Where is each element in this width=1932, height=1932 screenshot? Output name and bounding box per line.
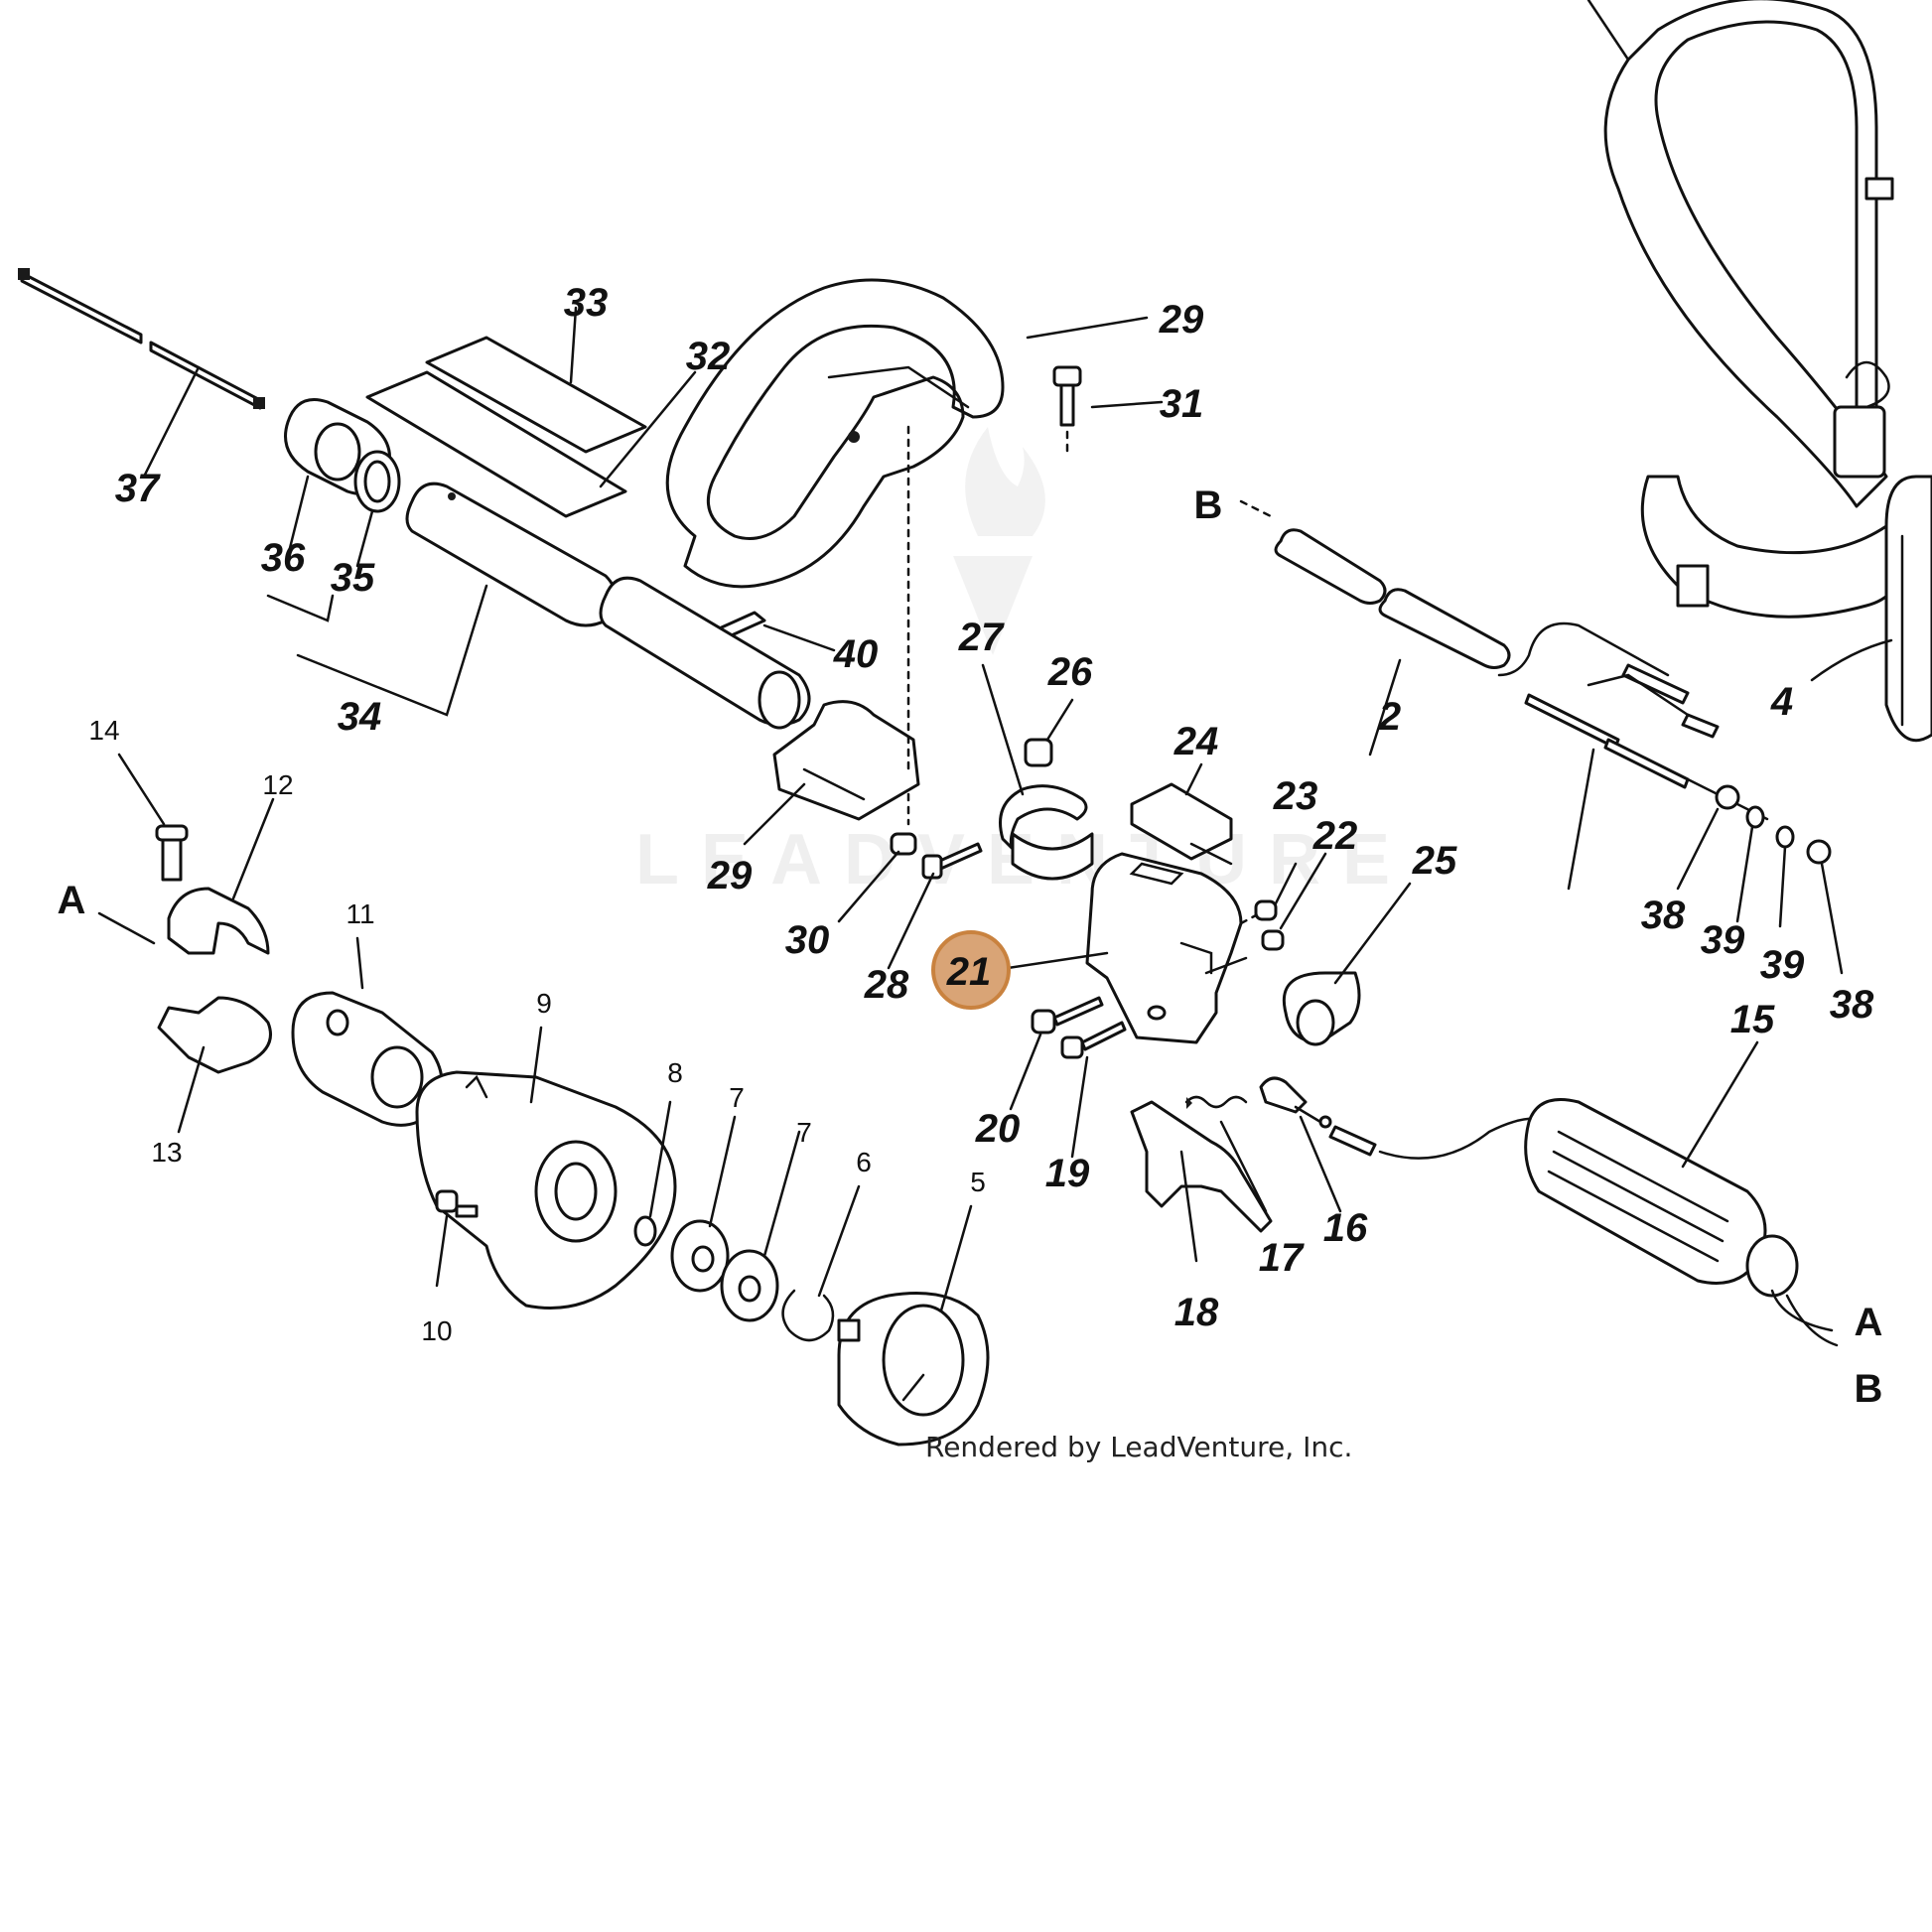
part-21-throttle-housing [1006, 852, 1248, 1044]
part-7-bearing-left [670, 1115, 737, 1293]
label-22: 22 [1312, 814, 1358, 858]
label-27: 27 [958, 616, 1005, 659]
label-13: 13 [151, 1137, 182, 1168]
label-23: 23 [1273, 774, 1318, 818]
part-27-clamp [981, 663, 1094, 881]
shoulder-harness [1587, 0, 1908, 619]
label-12: 12 [262, 769, 293, 800]
label-4: 4 [1770, 680, 1793, 724]
label-7a: 7 [729, 1082, 745, 1113]
part-10-screw [435, 1189, 479, 1288]
label-19: 19 [1045, 1152, 1090, 1195]
label-33: 33 [564, 281, 609, 325]
part-28-screw [887, 842, 983, 970]
part-35-bushing [266, 450, 401, 622]
label-7b: 7 [796, 1117, 812, 1148]
label-21: 21 [946, 950, 992, 994]
part-4-carabiner [1810, 475, 1932, 743]
label-29b: 29 [707, 854, 753, 897]
part-16-cable [1259, 1076, 1551, 1213]
label-6: 6 [856, 1147, 872, 1177]
label-2: 2 [1378, 695, 1401, 739]
label-31: 31 [1160, 382, 1204, 426]
label-24: 24 [1173, 720, 1219, 763]
highlight-circle-21[interactable] [931, 930, 1011, 1010]
label-ref-b-right: B [1855, 1367, 1883, 1411]
label-39b: 39 [1760, 943, 1805, 987]
label-34: 34 [338, 695, 382, 739]
label-ref-a-left: A [58, 879, 86, 922]
part-13-clamp-lower [157, 996, 272, 1134]
label-14: 14 [88, 715, 119, 746]
part-9-gear-case [415, 1026, 677, 1310]
part-20-screw [1009, 996, 1104, 1111]
label-36: 36 [261, 536, 306, 580]
label-5: 5 [970, 1167, 986, 1197]
label-38b: 38 [1830, 983, 1874, 1027]
label-ref-b-top: B [1194, 483, 1223, 527]
label-39a: 39 [1701, 918, 1745, 962]
label-11: 11 [345, 898, 374, 929]
part-38-nut-left [1676, 784, 1740, 891]
part-26-collar [1024, 698, 1074, 767]
part-25-ring [1283, 882, 1412, 1046]
part-22-nut [1261, 852, 1327, 951]
label-8: 8 [667, 1057, 683, 1088]
label-17: 17 [1259, 1236, 1305, 1280]
label-40: 40 [833, 632, 879, 676]
part-29-loop-handle [665, 278, 1149, 589]
label-15: 15 [1730, 998, 1775, 1041]
part-39-washer-left [1735, 805, 1765, 923]
label-35: 35 [331, 556, 375, 600]
label-30: 30 [785, 918, 830, 962]
label-29a: 29 [1159, 298, 1204, 342]
labels: 2 4 5 6 7 7 8 9 10 11 12 13 14 15 16 17 … [58, 281, 1883, 1411]
part-14-bolt [117, 753, 189, 882]
label-38a: 38 [1641, 894, 1686, 937]
credit-text: Rendered by LeadVenture, Inc. [925, 1431, 1352, 1463]
part-39-washer-right [1775, 825, 1795, 928]
part-6-snap-ring [781, 1184, 861, 1342]
part-38-nut-right [1806, 839, 1844, 975]
part-33-decal [425, 306, 647, 454]
part-32-decal [365, 370, 697, 518]
part-23-nut [1239, 862, 1298, 925]
label-20: 20 [975, 1107, 1021, 1151]
part-24-switch [1130, 762, 1233, 866]
label-18: 18 [1174, 1291, 1219, 1334]
part-30-nut [837, 832, 917, 923]
part-12-clamp-upper [97, 797, 275, 955]
part-5-cup [837, 1204, 990, 1447]
label-9: 9 [536, 988, 552, 1019]
label-16: 16 [1323, 1206, 1368, 1250]
part-17-spring [1184, 1095, 1268, 1213]
part-18-trigger [1130, 1100, 1273, 1263]
part-15-grip [1524, 1040, 1839, 1347]
part-2-flex-shaft [1239, 499, 1769, 891]
label-37: 37 [115, 467, 161, 510]
label-32: 32 [686, 335, 731, 378]
part-29-handle-clamp [743, 425, 920, 846]
part-19-screw [1060, 1021, 1127, 1159]
part-31-screw [1052, 365, 1164, 454]
part-37-drive-shaft [18, 268, 265, 479]
label-10: 10 [421, 1315, 452, 1346]
label-25: 25 [1412, 839, 1457, 883]
label-ref-a-right: A [1855, 1301, 1883, 1344]
part-8-ring [633, 1100, 672, 1247]
label-26: 26 [1047, 650, 1093, 694]
part-7-bearing-right [720, 1130, 801, 1322]
label-28: 28 [864, 963, 909, 1007]
part-34-tube [296, 482, 811, 730]
